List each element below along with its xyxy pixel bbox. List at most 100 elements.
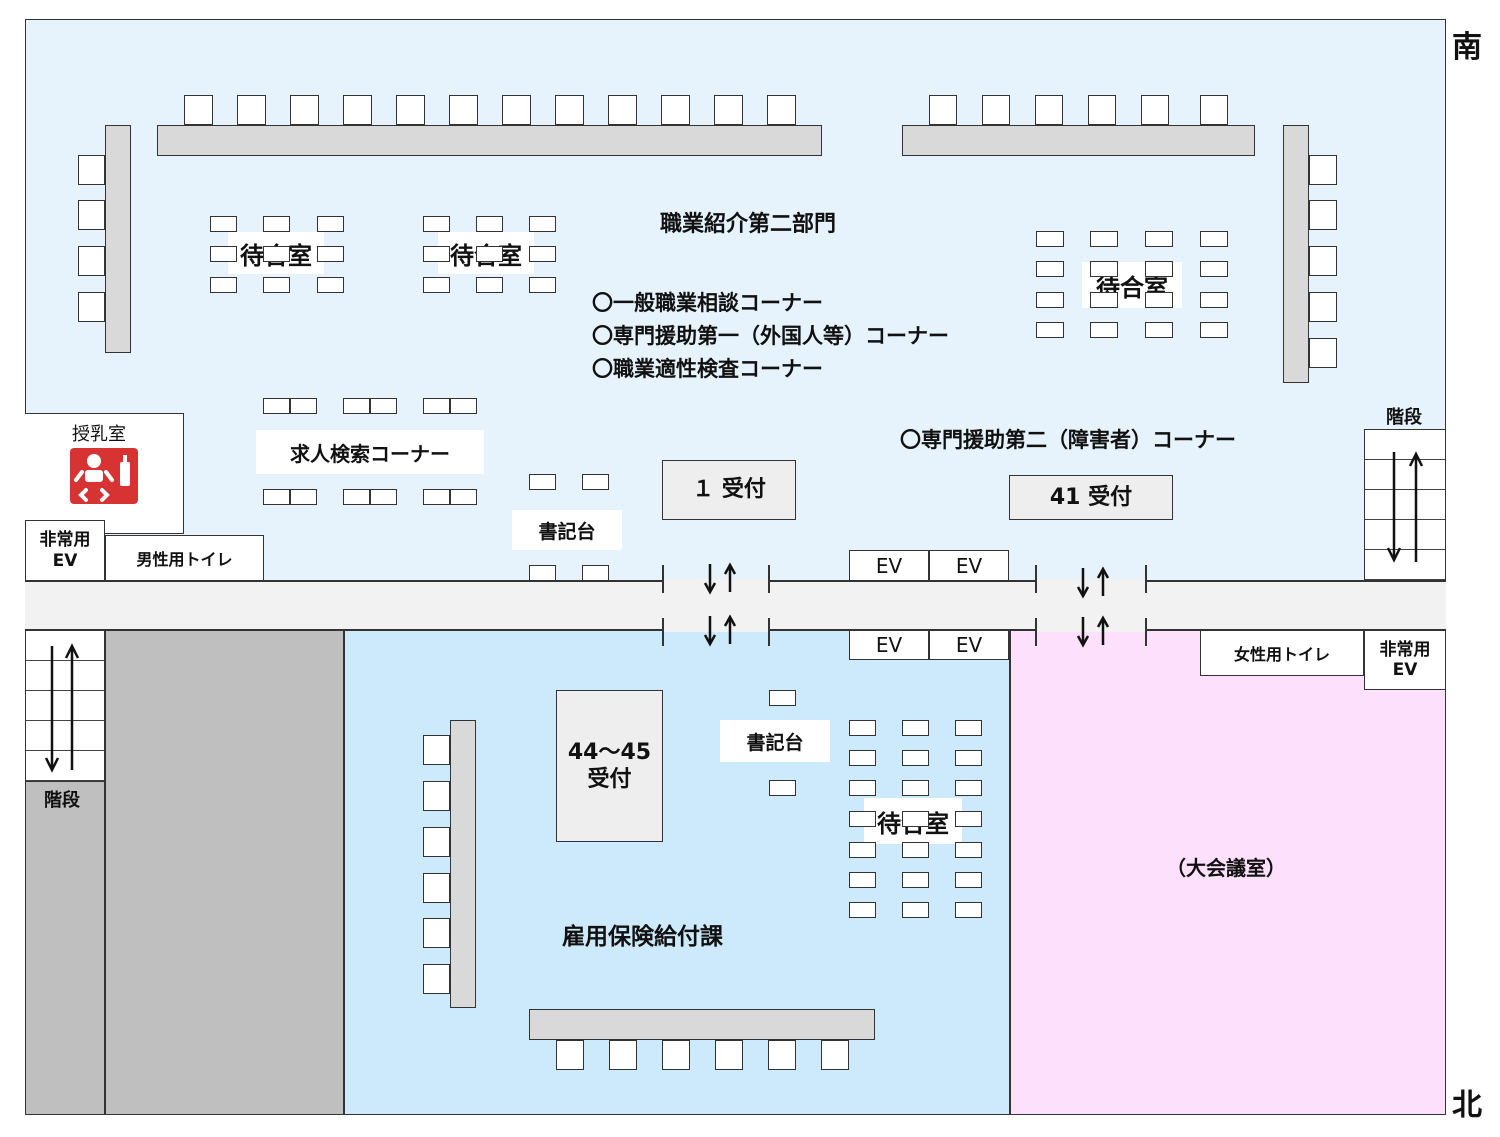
- waiting-seat: [1145, 231, 1173, 247]
- waiting-seat: [1036, 292, 1064, 308]
- counter-chair: [423, 735, 450, 765]
- stairs-left-label: 階段: [44, 790, 80, 811]
- waiting-seat: [210, 216, 237, 232]
- job-search-terminal: [370, 489, 397, 505]
- emergency-ev-left[interactable]: 非常用 EV: [25, 520, 105, 581]
- counter-chair: [449, 95, 478, 125]
- counter-chair: [1309, 246, 1337, 276]
- ev-label: EV: [875, 553, 903, 578]
- counter-chair: [1309, 292, 1337, 322]
- counter-chair: [78, 246, 105, 276]
- stairs-left[interactable]: [25, 630, 105, 782]
- waiting-seat: [1036, 231, 1064, 247]
- job-search-terminal: [290, 489, 317, 505]
- two-way-arrow-icon: [1076, 566, 1110, 599]
- waiting-seat: [476, 277, 503, 293]
- job-search-terminal: [343, 489, 370, 505]
- waiting-seat: [529, 216, 556, 232]
- counter-insurance-bottom: [529, 1009, 875, 1040]
- reception-41[interactable]: 41 受付: [1009, 475, 1173, 520]
- job-search-terminal: [450, 398, 477, 414]
- job-search-terminal: [423, 489, 450, 505]
- counter-right-vertical: [1283, 125, 1309, 383]
- mens-toilet-label: 男性用トイレ: [136, 550, 233, 569]
- waiting-seat: [849, 720, 876, 736]
- conference-area: [1010, 630, 1446, 1115]
- reception-1[interactable]: １ 受付: [662, 460, 796, 520]
- waiting-seat: [902, 872, 929, 888]
- counter-insurance-vertical: [450, 720, 476, 1008]
- waiting-seat: [849, 902, 876, 918]
- emergency-ev-left-label-2: EV: [52, 550, 78, 571]
- waiting-seat: [849, 811, 876, 827]
- stairs-left-arrows-icon: [38, 640, 88, 776]
- reception-44-45-label-2: 受付: [587, 767, 632, 792]
- waiting-seat: [902, 780, 929, 796]
- waiting-seat: [1145, 261, 1173, 277]
- waiting-seat: [1200, 322, 1228, 338]
- emergency-ev-right[interactable]: 非常用 EV: [1364, 630, 1446, 690]
- job-search-terminal: [263, 398, 290, 414]
- aptitude-test-label: 〇職業適性検査コーナー: [592, 357, 823, 381]
- two-way-arrow-icon: [703, 614, 737, 647]
- reception-1-label: １ 受付: [692, 477, 766, 503]
- north-label: 北: [1452, 1088, 1482, 1123]
- ev-south-2[interactable]: EV: [929, 550, 1009, 581]
- waiting-seat: [849, 872, 876, 888]
- counter-chair: [1309, 200, 1337, 230]
- waiting-seat: [955, 902, 982, 918]
- counter-chair: [662, 1040, 690, 1070]
- special-support-1-label: 〇専門援助第一（外国人等）コーナー: [592, 324, 949, 348]
- ev-south-1[interactable]: EV: [849, 550, 929, 581]
- counter-chair: [1309, 155, 1337, 185]
- job-placement-dept-label: 職業紹介第二部門: [660, 212, 837, 237]
- waiting-seat: [317, 216, 344, 232]
- counter-chair: [982, 95, 1010, 125]
- corridor-door-gap-1: [663, 579, 769, 632]
- waiting-seat: [263, 216, 290, 232]
- stairs-right-label: 階段: [1386, 407, 1422, 428]
- baby-bottle-icon: [70, 448, 138, 504]
- writing-desk-seat: [769, 780, 796, 796]
- waiting-seat: [210, 246, 237, 262]
- general-consultation-label: 〇一般職業相談コーナー: [592, 291, 823, 315]
- stairs-right[interactable]: [1364, 429, 1446, 581]
- waiting-seat: [210, 277, 237, 293]
- waiting-seat: [1036, 261, 1064, 277]
- waiting-seat: [423, 277, 450, 293]
- waiting-seat: [529, 246, 556, 262]
- door-post: [662, 565, 664, 593]
- reception-44-45-label-1: 44～45: [567, 739, 652, 765]
- counter-chair: [821, 1040, 849, 1070]
- writing-desk-seat: [582, 565, 609, 581]
- waiting-seat: [849, 842, 876, 858]
- womens-toilet-label: 女性用トイレ: [1233, 645, 1330, 664]
- writing-desk-seat: [529, 474, 556, 490]
- counter-chair: [290, 95, 319, 125]
- reception-44-45[interactable]: 44～45 受付: [556, 690, 663, 842]
- door-post: [662, 618, 664, 646]
- counter-top-right: [902, 125, 1255, 156]
- mens-toilet[interactable]: 男性用トイレ: [105, 535, 264, 581]
- counter-chair: [715, 1040, 743, 1070]
- counter-chair: [423, 918, 450, 948]
- door-post: [768, 618, 770, 646]
- counter-chair: [714, 95, 743, 125]
- job-search-label: 求人検索コーナー: [256, 430, 484, 474]
- counter-left-vertical: [105, 125, 131, 353]
- waiting-seat: [955, 780, 982, 796]
- womens-toilet[interactable]: 女性用トイレ: [1200, 630, 1364, 676]
- writing-desk-seat: [582, 474, 609, 490]
- writing-desk-seat: [529, 565, 556, 581]
- counter-top-left: [157, 125, 822, 156]
- waiting-seat: [1200, 261, 1228, 277]
- ev-north-1[interactable]: EV: [849, 630, 929, 660]
- ev-north-2[interactable]: EV: [929, 630, 1009, 660]
- counter-chair: [1141, 95, 1169, 125]
- ev-label: EV: [955, 633, 983, 657]
- waiting-seat: [476, 216, 503, 232]
- counter-chair: [423, 873, 450, 903]
- door-post: [1035, 618, 1037, 646]
- counter-chair: [1035, 95, 1063, 125]
- large-conference-label: （大会議室）: [1166, 856, 1286, 880]
